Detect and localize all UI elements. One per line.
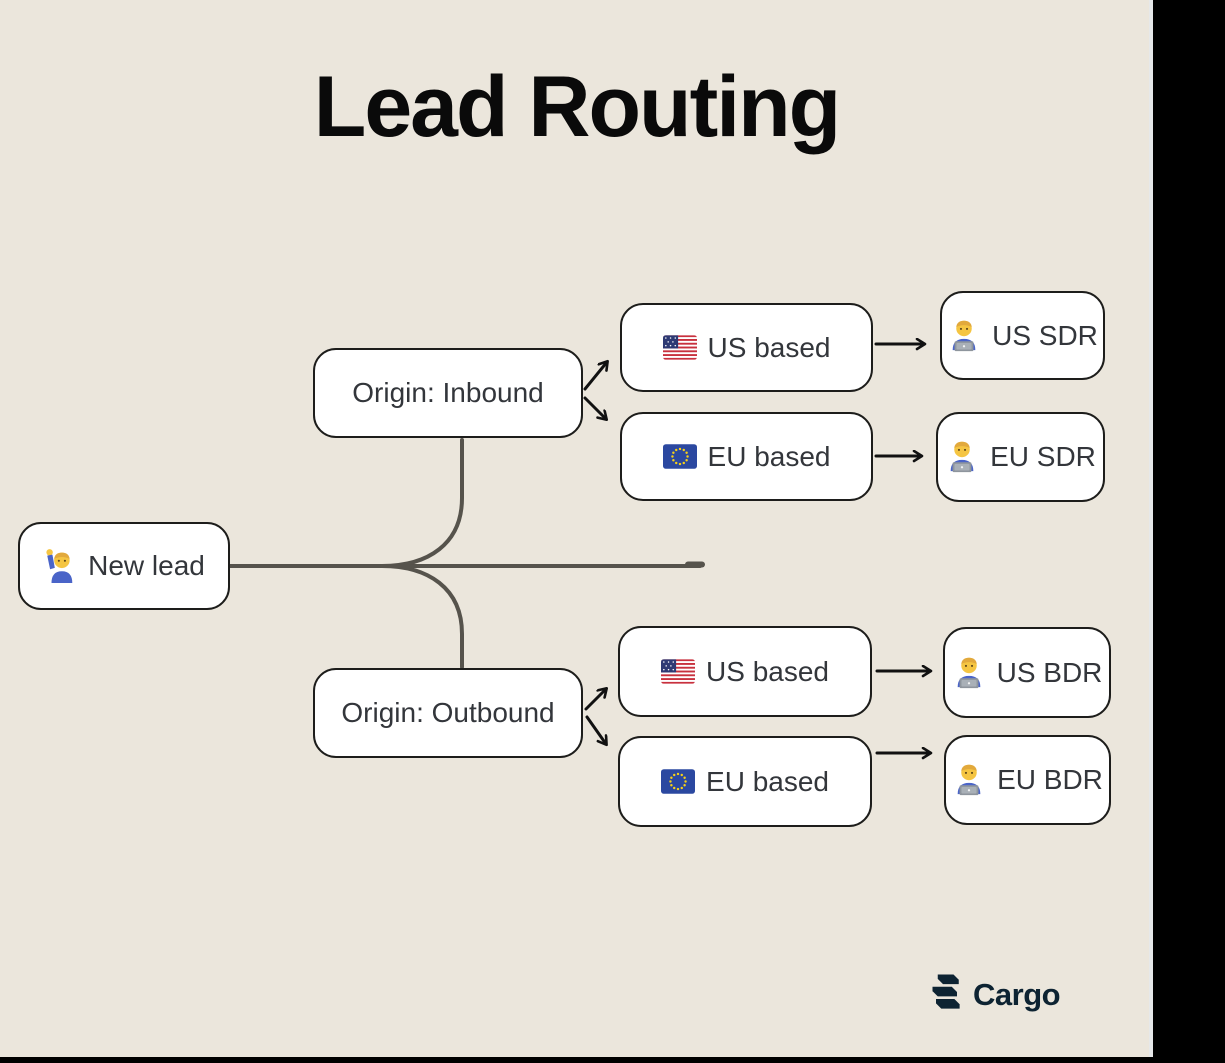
node-inbound-eu-based: EU based: [620, 412, 873, 501]
node-label: EU based: [706, 765, 829, 797]
node-label: US based: [706, 655, 829, 687]
technologist-icon: [952, 762, 986, 798]
us-flag-icon: [661, 659, 695, 684]
node-label: Origin: Inbound: [352, 377, 544, 408]
node-label: New lead: [88, 550, 205, 581]
bottom-letterbox-bar: [0, 1057, 1225, 1063]
node-outbound-us-based: US based: [618, 626, 872, 717]
node-label: US BDR: [996, 656, 1103, 688]
person-raising-hand-icon: [43, 548, 77, 584]
node-inbound-us-based: US based: [620, 303, 873, 392]
right-bar-edge: [1149, 0, 1153, 1063]
eu-flag-icon: [661, 769, 695, 794]
node-eu-bdr: EU BDR: [944, 735, 1111, 825]
node-label: EU based: [707, 440, 831, 472]
node-label: EU SDR: [990, 441, 1096, 472]
node-origin-outbound: Origin: Outbound: [313, 668, 583, 758]
node-label: EU BDR: [997, 764, 1103, 795]
node-us-sdr: US SDR: [940, 291, 1105, 380]
right-letterbox-bar: [1153, 0, 1225, 1063]
cargo-branding: Cargo: [922, 971, 1061, 1018]
cargo-logo-text: Cargo: [973, 976, 1061, 1012]
eu-flag-icon: [663, 444, 697, 469]
node-new-lead: New lead: [18, 522, 230, 610]
technologist-icon: [945, 439, 979, 475]
technologist-icon: [947, 318, 981, 354]
node-label: US based: [707, 331, 831, 363]
page-title: Lead Routing: [313, 59, 841, 155]
technologist-icon: [952, 655, 986, 691]
node-origin-inbound: Origin: Inbound: [313, 348, 583, 438]
node-label: Origin: Outbound: [341, 697, 555, 728]
node-us-bdr: US BDR: [943, 627, 1111, 718]
node-outbound-eu-based: EU based: [618, 736, 872, 827]
node-label: US SDR: [992, 319, 1098, 351]
cargo-logo-icon: [922, 971, 964, 1018]
us-flag-icon: [663, 335, 697, 360]
node-eu-sdr: EU SDR: [936, 412, 1105, 502]
